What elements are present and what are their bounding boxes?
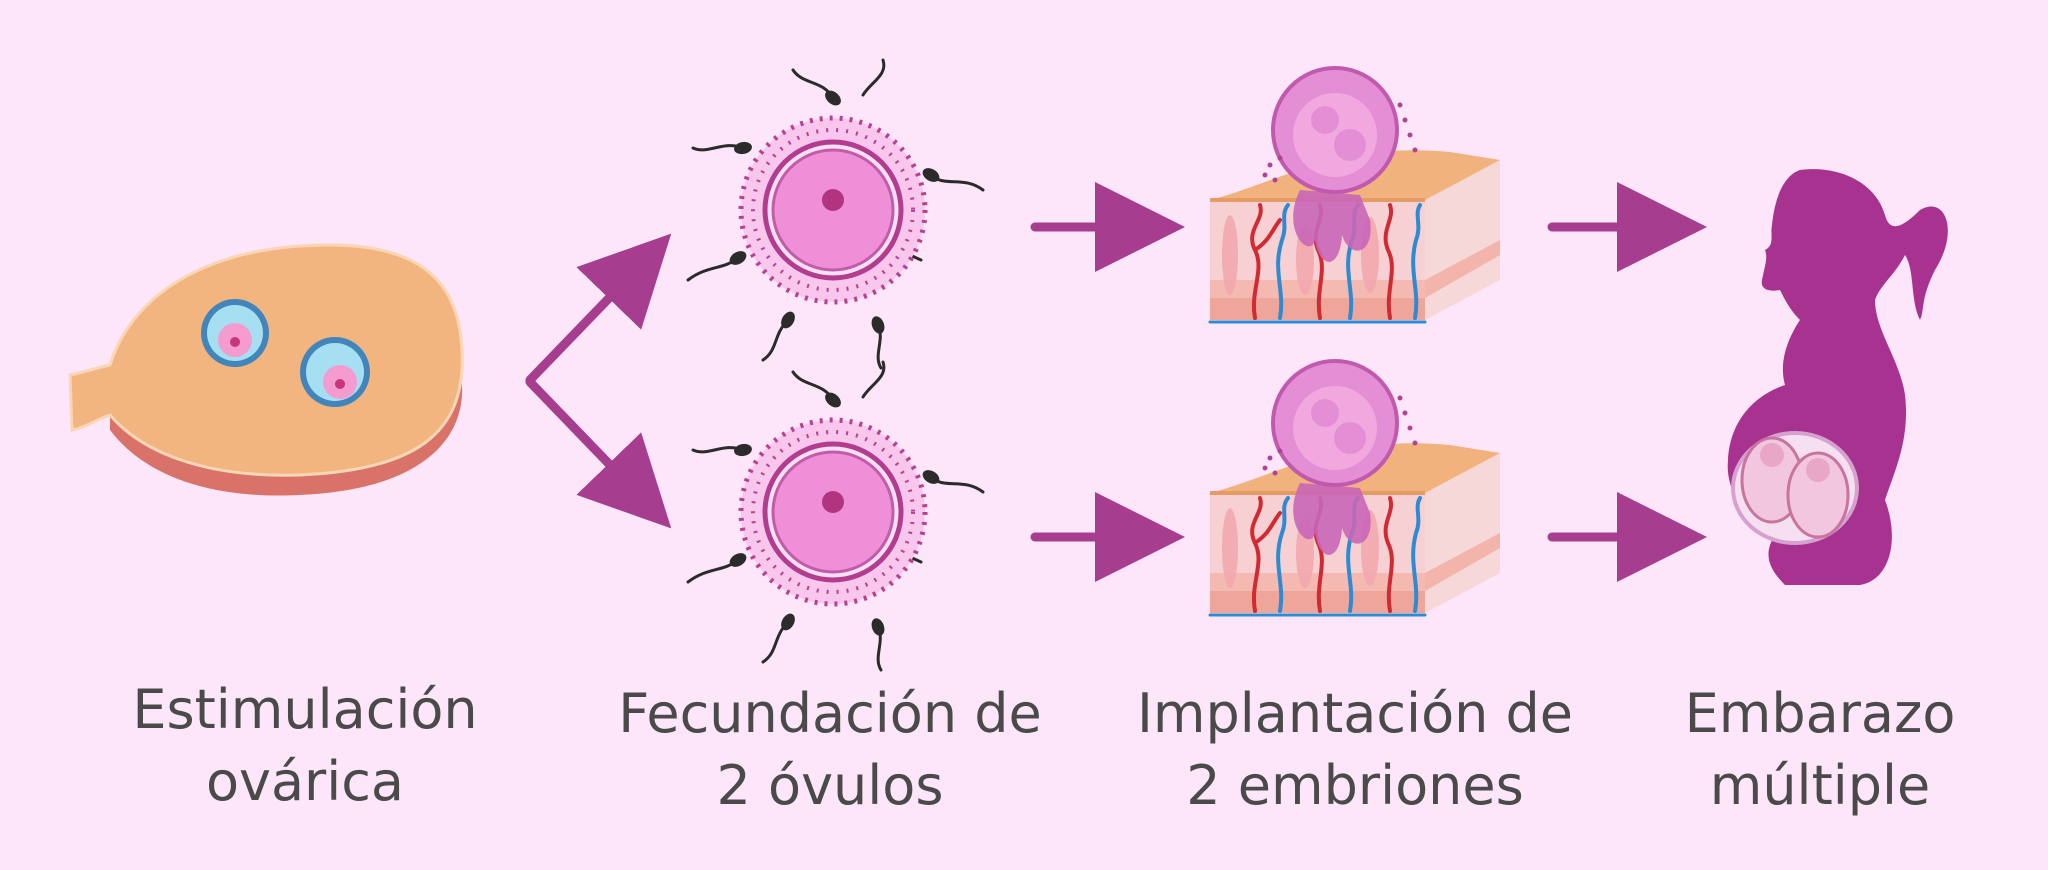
- fertilized-ovum-icon-bottom: [688, 362, 983, 670]
- arrows-to-implantation: [1030, 182, 1185, 582]
- arrows-to-pregnancy: [1547, 182, 1707, 582]
- step-label-line: Estimulación: [132, 678, 478, 741]
- split-arrows: [525, 233, 672, 529]
- step-label-multiple-pregnancy: Embarazo múltiple: [1570, 678, 2048, 822]
- fertilized-ovum-icon-top: [688, 60, 983, 368]
- step-label-line: 2 óvulos: [716, 754, 944, 817]
- step-label-line: múltiple: [1709, 754, 1931, 817]
- step-label-line: Fecundación de: [618, 682, 1042, 745]
- endometrium-implantation-icon-bottom: [1208, 359, 1502, 617]
- step-label-line: 2 embriones: [1186, 754, 1524, 817]
- step-label-line: Embarazo: [1684, 682, 1956, 745]
- step-label-line: Implantación de: [1136, 682, 1573, 745]
- ovary-icon: [68, 243, 464, 496]
- step-label-line: ovárica: [205, 750, 405, 813]
- step-label-implantation: Implantación de 2 embriones: [1105, 678, 1605, 822]
- endometrium-implantation-icon-top: [1208, 66, 1502, 324]
- step-label-ovarian-stimulation: Estimulación ovárica: [55, 674, 555, 818]
- step-label-fertilization: Fecundación de 2 óvulos: [580, 678, 1080, 822]
- pregnant-woman-twins-icon: [1727, 169, 1948, 585]
